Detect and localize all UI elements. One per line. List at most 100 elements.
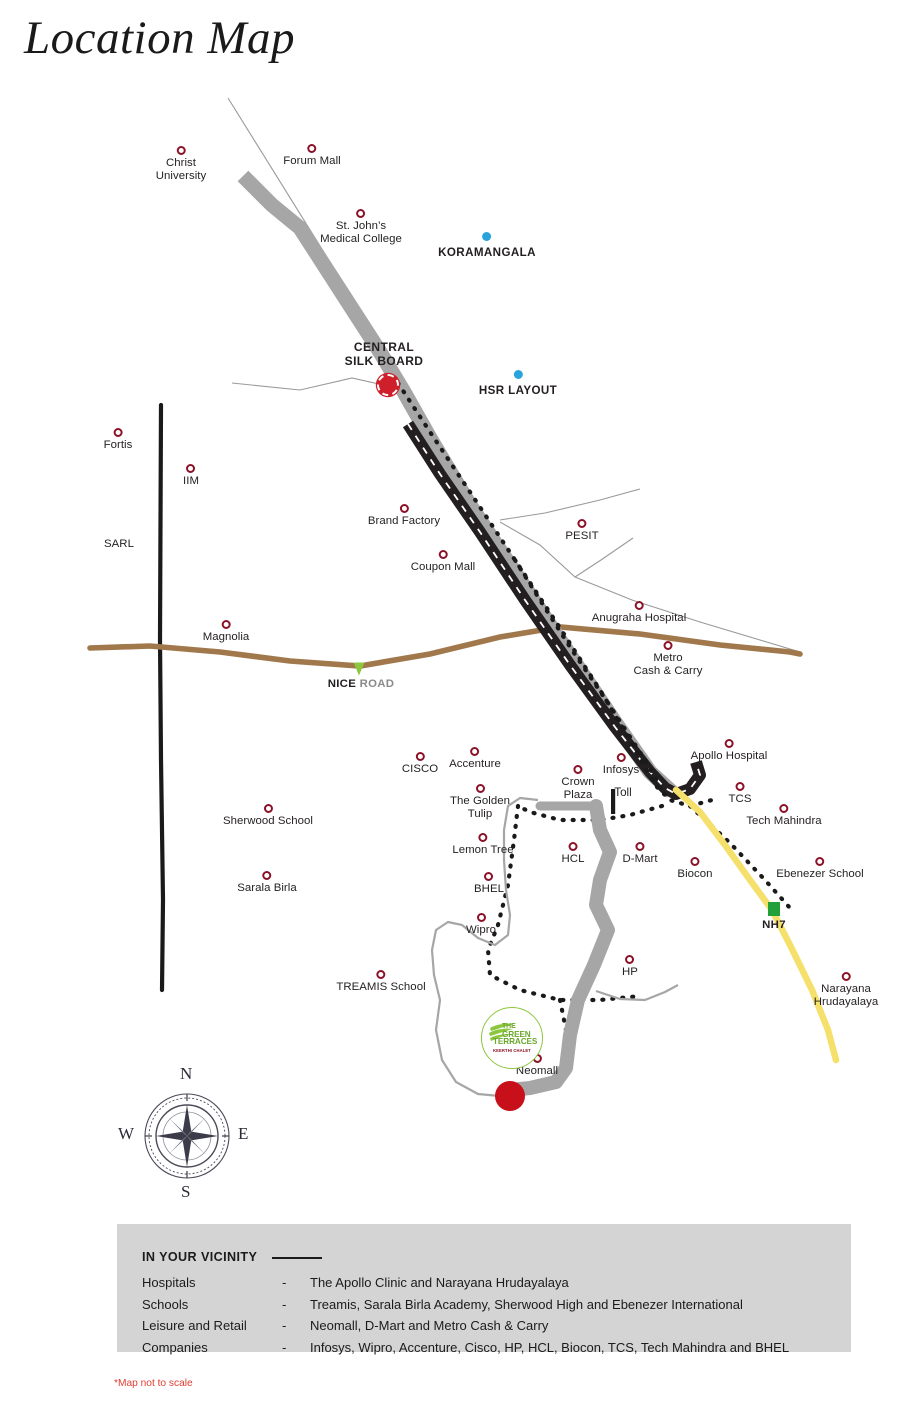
poi-label: Hrudayalaya (813, 996, 879, 1009)
poi-marker[interactable]: HCL (562, 842, 585, 866)
poi-marker[interactable]: CISCO (402, 752, 438, 776)
poi-label: Biocon (677, 868, 713, 880)
nh7-highway (672, 786, 840, 1064)
poi-pin-icon (470, 747, 480, 756)
poi-pin-icon (176, 146, 186, 155)
poi-marker[interactable]: BHEL (474, 872, 504, 896)
poi-label: Lemon Tree (452, 844, 514, 856)
poi-marker[interactable]: Accenture (449, 747, 501, 771)
vicinity-dash: - (282, 1339, 287, 1355)
poi-marker[interactable]: Brand Factory (368, 504, 440, 528)
brand-line-2: GREEN (502, 1029, 531, 1039)
poi-pin-icon (478, 833, 488, 842)
poi-marker[interactable]: Anugraha Hospital (592, 601, 687, 625)
vicinity-row: Hospitals-The Apollo Clinic and Narayana… (142, 1272, 832, 1294)
vicinity-dash: - (282, 1296, 287, 1312)
poi-pin-icon (476, 913, 486, 922)
district-marker[interactable]: KORAMANGALA (438, 232, 536, 259)
site-location-pin[interactable] (495, 1081, 525, 1111)
district-marker[interactable]: HSR LAYOUT (479, 370, 557, 397)
junction-pin-icon[interactable] (377, 374, 399, 396)
poi-pin-icon (475, 784, 485, 793)
poi-pin-icon (577, 519, 587, 528)
poi-marker[interactable]: Magnolia (203, 620, 250, 644)
road-name-label: NICE ROAD (328, 678, 395, 690)
vicinity-value: Treamis, Sarala Birla Academy, Sherwood … (310, 1296, 743, 1312)
poi-label: BHEL (474, 883, 504, 895)
poi-label: The Golden (449, 795, 511, 807)
poi-marker[interactable]: TCS (729, 782, 752, 806)
poi-pin-icon (635, 842, 645, 851)
poi-marker[interactable]: Sarala Birla (237, 871, 297, 895)
lake-boundary (430, 796, 679, 1098)
poi-label: Ebenezer School (776, 868, 864, 880)
poi-label: Accenture (449, 758, 501, 770)
vicinity-dash: - (282, 1318, 287, 1333)
poi-marker[interactable]: SARL (104, 538, 134, 551)
poi-marker[interactable]: TREAMIS School (336, 970, 426, 994)
vicinity-row: Companies-Infosys, Wipro, Accenture, Cis… (142, 1337, 832, 1359)
vicinity-panel: IN YOUR VICINITY Hospitals-The Apollo Cl… (117, 1224, 851, 1355)
poi-marker[interactable]: Tech Mahindra (746, 804, 822, 828)
nice-road-marker-icon (353, 662, 365, 676)
vicinity-row: Leisure and Retail-Neomall, D-Mart and M… (142, 1315, 832, 1337)
vicinity-dash: - (282, 1275, 287, 1290)
poi-marker[interactable]: Infosys (603, 753, 639, 777)
poi-pin-icon (399, 504, 409, 513)
poi-marker[interactable]: Sherwood School (223, 804, 313, 828)
poi-label: Forum Mall (283, 155, 341, 167)
page-title: Location Map (24, 12, 296, 64)
poi-pin-icon (263, 804, 273, 813)
poi-pin-icon (841, 972, 851, 981)
poi-marker[interactable]: Ebenezer School (776, 857, 864, 881)
poi-marker[interactable]: Forum Mall (283, 144, 341, 168)
poi-pin-icon (735, 782, 745, 791)
poi-pin-icon (815, 857, 825, 866)
poi-pin-icon (484, 872, 494, 881)
poi-label: Infosys (602, 764, 640, 776)
poi-marker[interactable]: Apollo Hospital (691, 739, 768, 763)
leaf-icon (489, 1023, 514, 1041)
poi-pin-icon (221, 620, 231, 629)
poi-marker[interactable]: Coupon Mall (411, 550, 476, 574)
poi-marker[interactable]: D-Mart (622, 842, 658, 866)
poi-marker[interactable]: Wipro (466, 913, 496, 937)
road-name-primary: NH7 (762, 919, 786, 931)
poi-marker[interactable]: IIM (183, 464, 199, 488)
poi-pin-icon (690, 857, 700, 866)
brand-line-4: KEERTHI CHALET (493, 1047, 531, 1053)
vicinity-value: Neomall, D-Mart and Metro Cash & Carry (310, 1318, 549, 1333)
compass-east-label: E (238, 1124, 249, 1143)
poi-marker[interactable]: HP (622, 955, 638, 979)
poi-label: Crown (561, 776, 595, 788)
vicinity-value: The Apollo Clinic and Narayana Hrudayala… (310, 1275, 569, 1290)
poi-label: Plaza (563, 789, 593, 802)
poi-pin-icon (573, 765, 583, 774)
poi-pin-icon (113, 428, 123, 437)
poi-label: Sarala Birla (237, 882, 297, 894)
project-logo-badge[interactable]: THE GREEN TERRACES KEERTHI CHALET (481, 1007, 543, 1069)
nh7-marker-icon (768, 902, 780, 916)
toll-barrier (611, 789, 616, 814)
road-name-secondary: ROAD (356, 678, 395, 690)
poi-marker[interactable]: Biocon (677, 857, 713, 881)
poi-marker[interactable]: Lemon Tree (452, 833, 514, 857)
poi-marker[interactable]: PESIT (565, 519, 599, 543)
poi-label: University (155, 170, 207, 183)
poi-label: IIM (183, 475, 199, 487)
poi-marker[interactable]: Fortis (104, 428, 133, 452)
poi-pin-icon (779, 804, 789, 813)
poi-pin-icon (186, 464, 196, 473)
poi-label: Anugraha Hospital (591, 612, 687, 624)
vicinity-title: IN YOUR VICINITY (142, 1250, 258, 1264)
vicinity-row: Schools-Treamis, Sarala Birla Academy, S… (142, 1294, 832, 1316)
junction-label-line1: CENTRAL (353, 340, 415, 354)
district-label: KORAMANGALA (438, 246, 536, 259)
